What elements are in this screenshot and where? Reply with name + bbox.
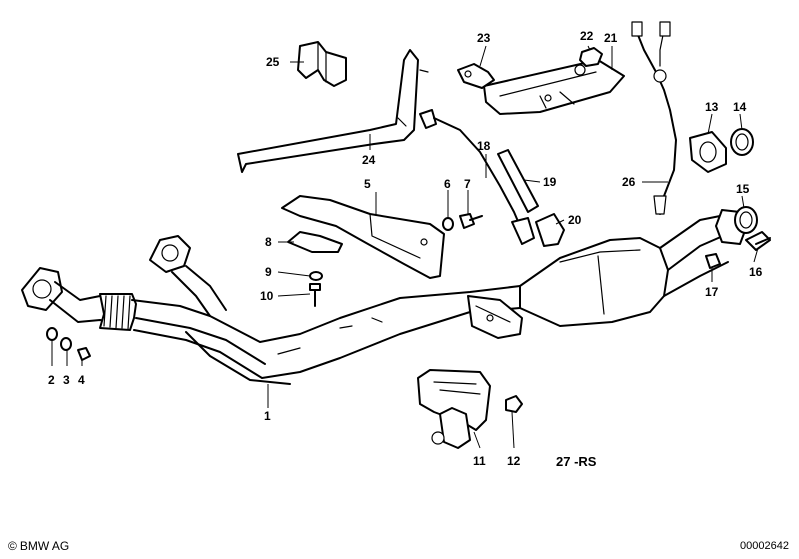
callout-26: 26 (622, 175, 636, 189)
callout-13: 13 (705, 100, 719, 114)
callout-10: 10 (260, 289, 274, 303)
sealing-ring-14 (730, 128, 754, 156)
callout-15: 15 (736, 182, 750, 196)
callout-4: 4 (78, 373, 85, 387)
washer-6 (442, 217, 454, 231)
callout-11: 11 (473, 454, 486, 468)
bolt-16 (745, 231, 771, 251)
brand-name: BMW AG (19, 539, 70, 553)
callout-20: 20 (568, 213, 582, 227)
callout-14: 14 (733, 100, 747, 114)
callout-labels: 1 2 3 4 5 6 7 8 9 10 11 12 13 14 15 16 1… (48, 29, 763, 469)
washer-2 (46, 327, 58, 341)
leader-lines (51, 45, 759, 449)
callout-5: 5 (364, 177, 371, 191)
callout-22: 22 (580, 29, 594, 43)
front-exhaust-pipe (21, 235, 523, 385)
catalytic-converter (519, 209, 747, 327)
callout-2: 2 (48, 373, 55, 387)
clamp (297, 41, 347, 87)
callout-8: 8 (265, 235, 272, 249)
callout-18: 18 (477, 139, 491, 153)
callout-6: 6 (444, 177, 451, 191)
sealing-ring-15 (734, 206, 758, 234)
bolt-10 (309, 283, 321, 307)
callout-17: 17 (705, 285, 719, 299)
nut-4 (77, 347, 91, 361)
callout-21: 21 (604, 31, 618, 45)
support-bar (237, 49, 429, 173)
callout-23: 23 (477, 31, 491, 45)
callout-12: 12 (507, 454, 521, 468)
washer-9 (309, 271, 323, 281)
diagram-code-label: 27 -RS (556, 454, 597, 469)
rubber-mount (417, 369, 491, 449)
callout-25: 25 (266, 55, 280, 69)
washer-3 (60, 337, 72, 351)
callout-16: 16 (749, 265, 763, 279)
callout-24: 24 (362, 153, 376, 167)
sensor-holder (457, 63, 495, 89)
callout-3: 3 (63, 373, 70, 387)
callout-9: 9 (265, 265, 272, 279)
screw-7 (459, 213, 483, 229)
nut-17 (705, 253, 721, 269)
gasket-flange (689, 131, 727, 173)
nut-12 (505, 395, 523, 413)
oxygen-sensor (419, 109, 565, 247)
sensor-cable (631, 21, 677, 215)
diagram-image-id: 00002642 (740, 540, 789, 552)
copyright-symbol: © (8, 539, 17, 553)
copyright-notice: © BMW AG (8, 539, 69, 553)
mounting-rail (483, 59, 625, 115)
hex-nut-22 (579, 47, 603, 67)
heat-shield-bracket (281, 195, 445, 279)
callout-19: 19 (543, 175, 557, 189)
callout-1: 1 (264, 409, 271, 423)
callout-7: 7 (464, 177, 471, 191)
